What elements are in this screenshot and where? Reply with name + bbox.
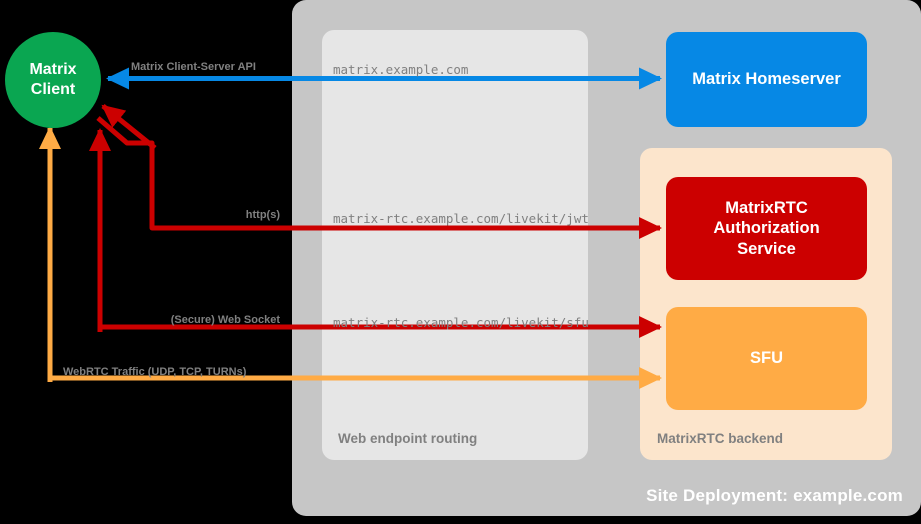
node-matrix-client-line2: Client <box>30 81 76 98</box>
edge-label-webrtc-traffic: WebRTC Traffic (UDP, TCP, TURNs) <box>63 366 247 378</box>
node-auth-service-line2: Authorization <box>713 219 820 238</box>
endpoint-label-matrix-example-com: matrix.example.com <box>333 62 469 77</box>
node-matrix-client-line1: Matrix <box>29 61 77 79</box>
endpoint-label-livekit-sfu: matrix-rtc.example.com/livekit/sfu <box>333 315 589 330</box>
edge-label-secure-websocket: (Secure) Web Socket <box>170 314 280 326</box>
node-matrixrtc-authorization-service[interactable]: MatrixRTC Authorization Service <box>666 177 867 280</box>
web-endpoint-routing-container: Web endpoint routing <box>322 30 588 460</box>
endpoint-label-livekit-jwt: matrix-rtc.example.com/livekit/jwt <box>333 211 589 226</box>
node-auth-service-line1: MatrixRTC <box>725 198 808 217</box>
edge-label-https: http(s) <box>245 209 280 221</box>
node-matrix-homeserver-label: Matrix Homeserver <box>692 70 841 89</box>
node-sfu[interactable]: SFU <box>666 307 867 410</box>
edge-label-matrix-client-server-api: Matrix Client-Server API <box>131 61 256 73</box>
matrixrtc-backend-label: MatrixRTC backend <box>657 431 784 446</box>
node-matrix-client[interactable]: Matrix Client <box>5 32 101 128</box>
site-deployment-label: Site Deployment: example.com <box>646 486 903 505</box>
node-matrix-homeserver[interactable]: Matrix Homeserver <box>666 32 867 127</box>
node-auth-service-line3: Service <box>737 239 796 258</box>
web-endpoint-routing-label: Web endpoint routing <box>338 431 478 446</box>
node-sfu-label: SFU <box>750 349 783 368</box>
